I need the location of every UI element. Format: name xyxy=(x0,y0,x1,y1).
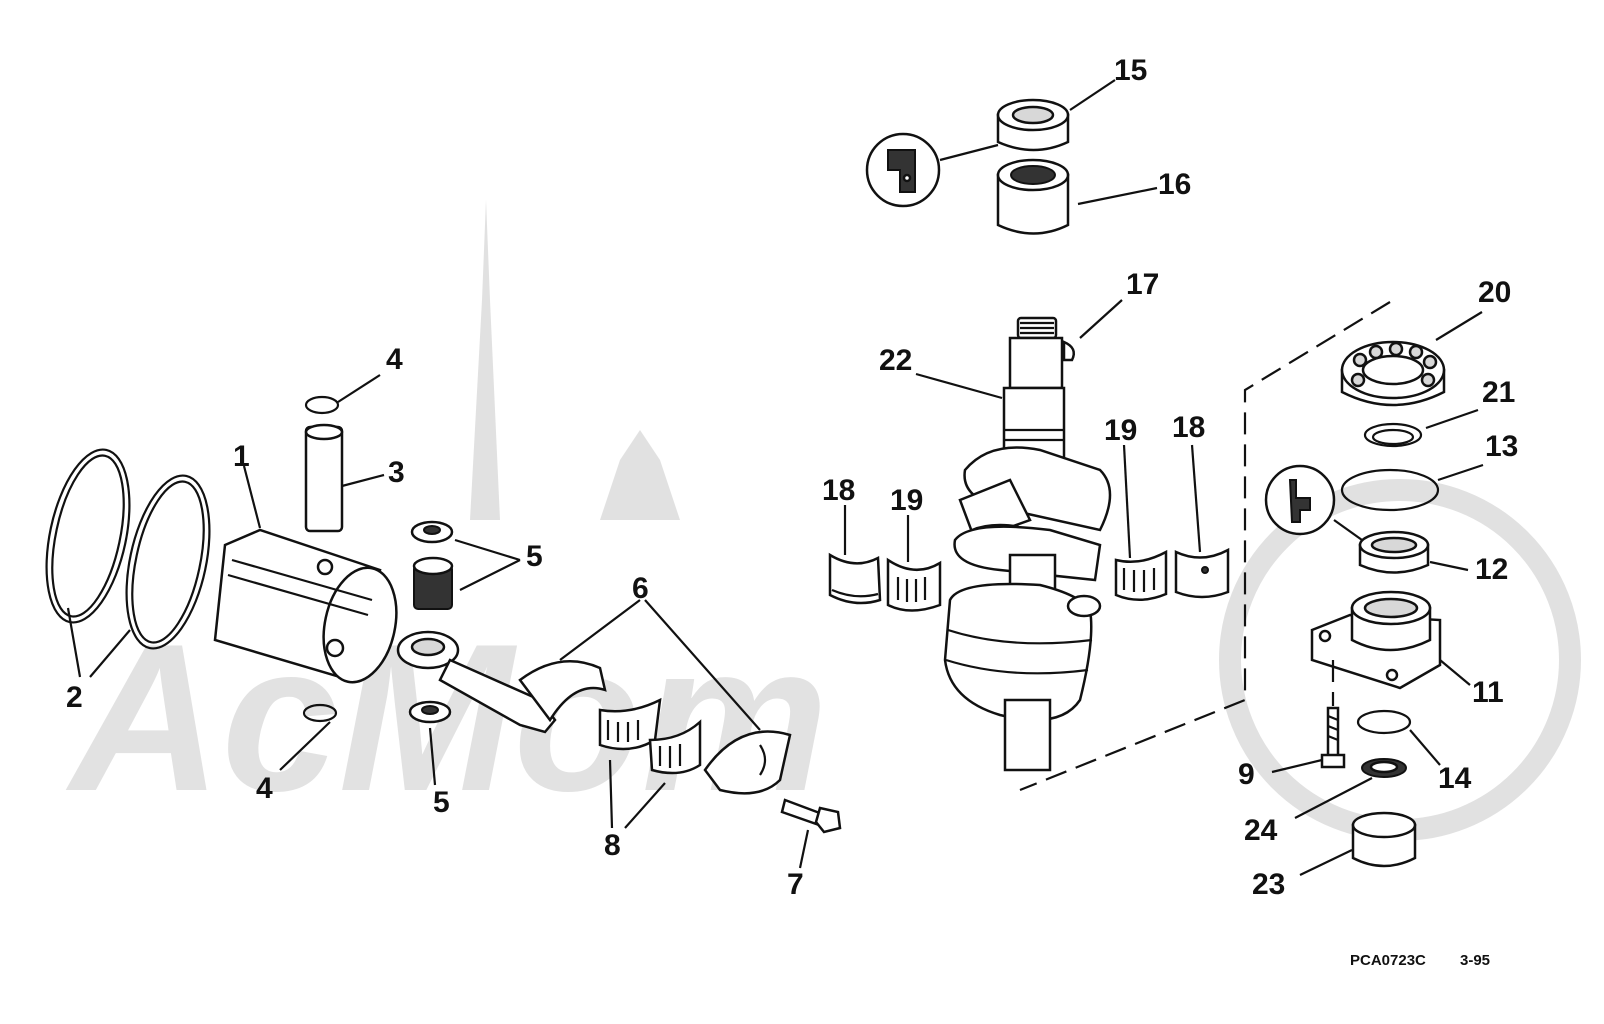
main-bearing-18-left xyxy=(828,552,882,605)
woodruff-key xyxy=(1062,340,1075,362)
label-22: 22 xyxy=(879,344,912,377)
label-13: 13 xyxy=(1485,430,1518,463)
label-7: 7 xyxy=(787,868,804,901)
label-9: 9 xyxy=(1238,758,1255,791)
lower-bearing-housing xyxy=(1310,590,1442,690)
piston-pin-bearing xyxy=(412,556,454,610)
label-18-right: 18 xyxy=(1172,411,1205,444)
rod-bearing-lower xyxy=(648,719,702,775)
label-5-upper: 5 xyxy=(526,540,543,573)
label-3: 3 xyxy=(388,456,405,489)
piston xyxy=(213,528,398,684)
label-23: 23 xyxy=(1252,868,1285,901)
o-ring-14 xyxy=(1356,709,1412,735)
lubricant-icon xyxy=(1264,464,1336,536)
label-1: 1 xyxy=(233,440,250,473)
assembly-boundary xyxy=(1019,301,1391,792)
pin-clip-upper xyxy=(304,395,340,415)
leader-lines-center xyxy=(843,79,1202,562)
sealant-icon xyxy=(865,132,941,208)
rod-bolt xyxy=(780,798,842,834)
label-19-right: 19 xyxy=(1104,414,1137,447)
crankshaft xyxy=(943,316,1112,772)
label-18-left: 18 xyxy=(822,474,855,507)
label-17: 17 xyxy=(1126,268,1159,301)
watermark: AcMom xyxy=(65,200,1581,841)
upper-needle-bearing xyxy=(996,158,1070,235)
label-12: 12 xyxy=(1475,553,1508,586)
seal-24 xyxy=(1361,758,1407,778)
thrust-washer-lower xyxy=(408,700,452,724)
housing-screw xyxy=(1320,706,1346,769)
upper-seal xyxy=(996,98,1070,152)
label-15: 15 xyxy=(1114,54,1147,87)
leader-lines-right xyxy=(1271,311,1484,876)
ball-bearing xyxy=(1340,340,1446,407)
label-16: 16 xyxy=(1158,168,1191,201)
end-cap xyxy=(1351,811,1417,868)
label-8: 8 xyxy=(604,829,621,862)
label-20: 20 xyxy=(1478,276,1511,309)
piston-pin xyxy=(304,423,344,533)
pin-clip-lower xyxy=(302,703,338,723)
label-21: 21 xyxy=(1482,376,1515,409)
label-4-upper: 4 xyxy=(386,343,403,376)
label-6: 6 xyxy=(632,572,649,605)
label-5-lower: 5 xyxy=(433,786,450,819)
part-labels: 1 2 3 4 4 5 5 6 7 8 9 11 12 13 14 15 16 … xyxy=(66,54,1518,901)
thrust-washer-upper xyxy=(410,520,454,544)
connecting-rod xyxy=(396,630,607,734)
label-24: 24 xyxy=(1244,814,1278,847)
label-11: 11 xyxy=(1472,676,1504,709)
label-2: 2 xyxy=(66,681,83,714)
main-bearing-19-right xyxy=(1114,549,1168,601)
footer-code: PCA0723C xyxy=(1350,952,1426,969)
connecting-rod-cap xyxy=(703,730,792,795)
footer-date: 3-95 xyxy=(1460,952,1490,969)
label-4-lower: 4 xyxy=(256,772,273,805)
lower-seal xyxy=(1358,530,1430,574)
footer: PCA0723C 3-95 xyxy=(1350,952,1490,969)
label-14: 14 xyxy=(1438,762,1472,795)
main-bearing-19-left xyxy=(886,557,942,612)
label-19-left: 19 xyxy=(890,484,923,517)
bearing-balls xyxy=(1350,341,1438,388)
piston-ring-2 xyxy=(125,474,211,650)
main-bearing-18-right xyxy=(1174,547,1230,599)
retaining-ring xyxy=(1363,422,1423,448)
leader-lines-left xyxy=(66,374,810,869)
o-ring-13 xyxy=(1340,468,1440,512)
